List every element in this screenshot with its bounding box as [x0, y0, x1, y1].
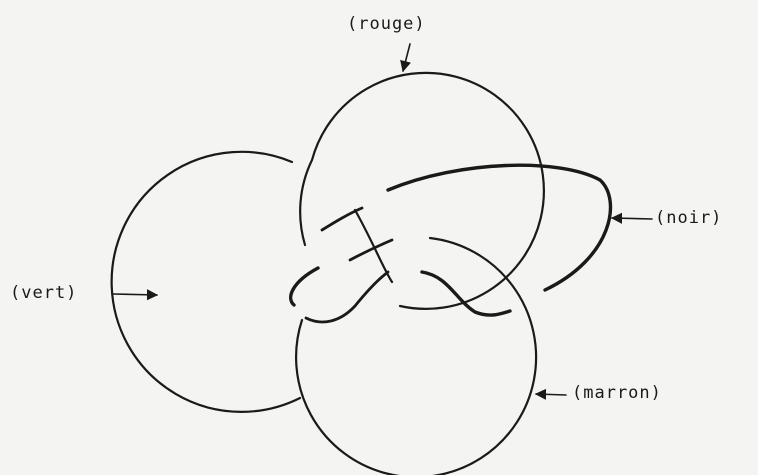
- label-noir: (noir): [655, 208, 722, 228]
- noir-strand-left: [291, 268, 318, 305]
- marron-loop: [296, 238, 536, 475]
- vert-loop: [112, 152, 300, 412]
- arrow-noir: [612, 218, 652, 219]
- arrow-vert: [113, 294, 157, 295]
- label-vert: (vert): [10, 283, 77, 303]
- label-marron: (marron): [572, 383, 662, 403]
- arrow-rouge: [403, 44, 410, 71]
- arrow-marron: [536, 394, 566, 395]
- label-rouge: (rouge): [347, 14, 426, 34]
- inner-strand-3: [306, 272, 388, 322]
- inner-strand-4: [355, 210, 392, 282]
